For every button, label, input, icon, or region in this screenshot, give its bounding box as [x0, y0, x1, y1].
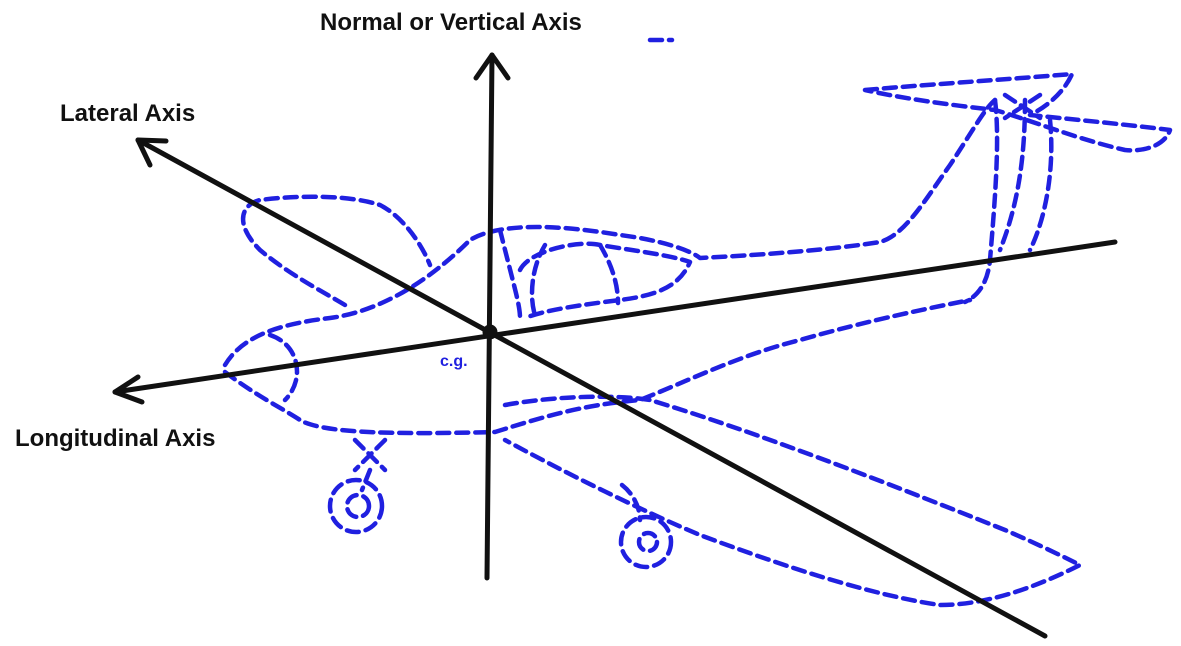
nose-gear-strut	[352, 437, 388, 493]
fuselage-top	[222, 97, 998, 368]
longitudinal-axis-label: Longitudinal Axis	[15, 425, 215, 452]
longitudinal-axis-line	[112, 239, 1118, 395]
main-wheel-inner	[636, 530, 660, 554]
cabin-window	[497, 227, 693, 321]
tail-bracing	[1002, 92, 1043, 121]
airplane-outline	[222, 37, 1173, 608]
longitudinal-axis-arrowhead	[112, 374, 145, 405]
nose-wheel-inner	[344, 492, 372, 520]
center-of-gravity-point	[482, 324, 498, 340]
cabin-frame	[529, 242, 621, 318]
cg-label: c.g.	[440, 353, 468, 370]
fuselage-bottom	[222, 297, 973, 436]
vertical-axis-line	[484, 52, 495, 581]
vertical-axis-label: Normal or Vertical Axis	[320, 9, 582, 36]
main-wheel-outer	[618, 514, 674, 570]
left-wing	[240, 194, 433, 308]
lateral-axis-line	[135, 137, 1048, 639]
axes	[112, 52, 1118, 639]
lateral-axis-label: Lateral Axis	[60, 100, 195, 127]
vertical-axis-arrowhead	[473, 52, 511, 81]
right-wing	[502, 394, 1083, 608]
main-gear-strut	[619, 482, 643, 523]
nose-wheel-outer	[327, 477, 385, 535]
horizontal-stabilizer	[862, 71, 1173, 153]
lateral-axis-arrowhead	[135, 137, 169, 168]
vertical-stabilizer	[962, 97, 1054, 305]
